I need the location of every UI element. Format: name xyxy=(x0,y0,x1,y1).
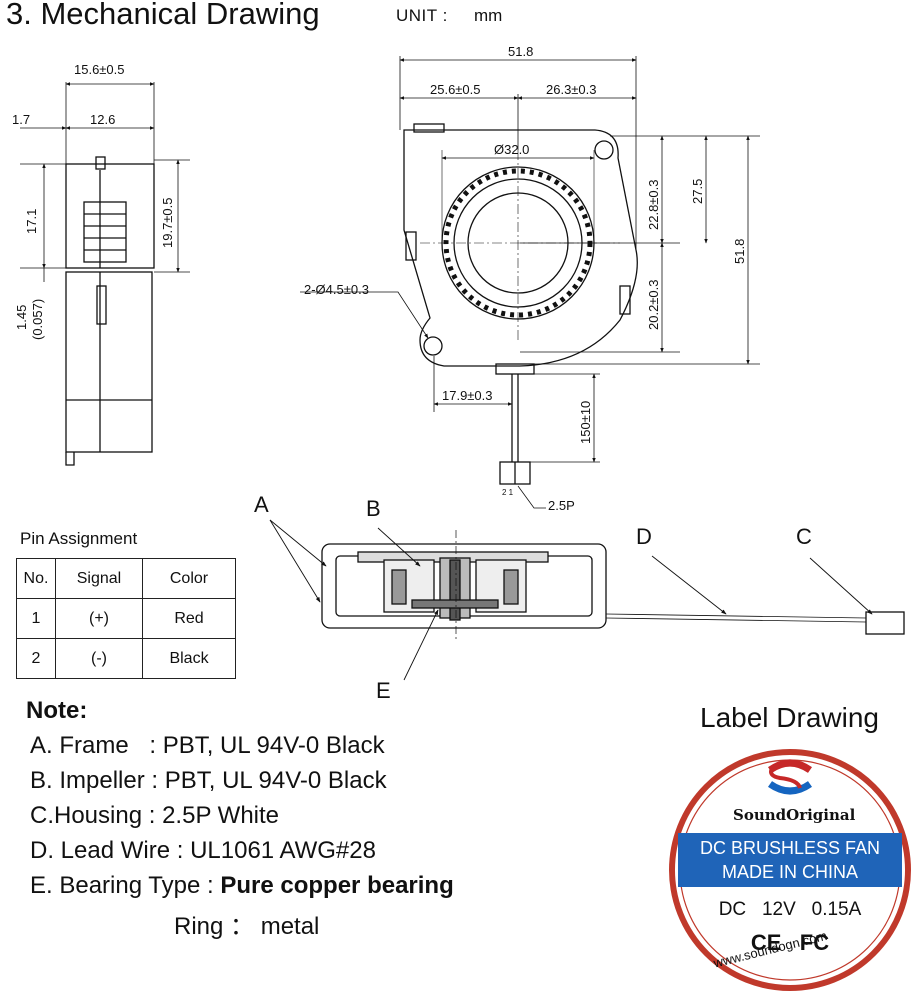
note-value: 2.5P White xyxy=(162,802,280,829)
pin-no: 1 xyxy=(16,598,56,639)
note-sep: : xyxy=(207,872,221,899)
note-key: A. Frame xyxy=(30,732,129,759)
note-key: Ring xyxy=(174,913,224,940)
note-key: E. Bearing Type xyxy=(30,872,201,899)
pin-assignment-table: No. Signal Color 1 (+) Red 2 (-) Black xyxy=(16,558,236,679)
label-line1: DC BRUSHLESS FAN xyxy=(699,838,881,858)
table-row: 2 (-) Black xyxy=(16,638,236,679)
pin-signal: (-) xyxy=(55,638,143,679)
dim-side-width: 15.6±0.5 xyxy=(74,62,125,77)
note-sep: ： xyxy=(230,913,255,940)
note-sep: : xyxy=(148,802,163,829)
callout-a: A xyxy=(254,492,269,517)
dim-height-mid: 27.5 xyxy=(690,178,705,204)
dim-right-half: 26.3±0.3 xyxy=(546,82,597,97)
callout-b: B xyxy=(366,496,381,521)
note-item: D. Lead Wire : UL1061 AWG#28 xyxy=(30,837,376,865)
page-title: 3. Mechanical Drawing xyxy=(6,0,320,31)
pin-color: Black xyxy=(142,638,236,679)
brand-name: SoundOriginal xyxy=(733,806,856,824)
dim-wire-offset: 17.9±0.3 xyxy=(442,388,493,403)
pin-numbers: 2 1 xyxy=(502,488,514,497)
note-value: PBT, UL 94V-0 Black xyxy=(164,767,387,794)
dim-upper-center: 22.8±0.3 xyxy=(646,179,661,230)
dim-side-small: 1.45 xyxy=(14,304,29,330)
cross-section xyxy=(269,519,905,681)
notes-title: Note: xyxy=(26,697,88,724)
dim-diameter: Ø32.0 xyxy=(494,142,530,157)
unit-value: mm xyxy=(474,6,503,25)
label-spec: DC 12V 0.15A xyxy=(718,899,862,920)
dim-holes: 2-Ø4.5±0.3 xyxy=(304,282,369,297)
connector-label: 2.5P xyxy=(548,498,575,513)
note-value: Pure copper bearing xyxy=(220,872,454,899)
label-marks: CE FC xyxy=(750,930,830,955)
header-color: Color xyxy=(142,558,236,599)
note-value: UL1061 AWG#28 xyxy=(190,837,376,864)
note-key: B. Impeller xyxy=(30,767,145,794)
header-signal: Signal xyxy=(55,558,143,599)
note-item: E. Bearing Type : Pure copper bearing xyxy=(30,872,454,900)
pin-color: Red xyxy=(142,598,236,639)
dim-overall-width: 51.8 xyxy=(508,44,534,59)
note-sep: : xyxy=(176,837,191,864)
callout-c: C xyxy=(796,524,812,549)
note-item: B. Impeller : PBT, UL 94V-0 Black xyxy=(30,767,387,795)
note-key: D. Lead Wire xyxy=(30,837,171,864)
label-line2: MADE IN CHINA xyxy=(721,862,858,882)
note-value: metal xyxy=(260,913,320,940)
pin-signal: (+) xyxy=(55,598,143,639)
label-drawing xyxy=(669,749,911,991)
table-row: 1 (+) Red xyxy=(16,598,236,639)
note-item: C.Housing : 2.5P White xyxy=(30,802,279,830)
dim-wire-length: 150±10 xyxy=(578,400,593,444)
callout-d: D xyxy=(636,524,652,549)
dim-side-inner: 12.6 xyxy=(90,112,116,127)
dim-overall-height: 51.8 xyxy=(732,238,747,264)
dim-side-offset: 1.7 xyxy=(12,112,31,127)
note-item: Ring ： metal xyxy=(174,906,319,941)
note-key: C.Housing xyxy=(30,802,143,829)
note-sep: : xyxy=(149,732,163,759)
front-view xyxy=(300,56,760,509)
note-sep: : xyxy=(151,767,165,794)
dim-side-height-19: 19.7±0.5 xyxy=(160,197,175,248)
side-view xyxy=(20,82,190,466)
note-value: PBT, UL 94V-0 Black xyxy=(162,732,385,759)
note-item: A. Frame : PBT, UL 94V-0 Black xyxy=(30,732,385,760)
unit-label: UNIT : xyxy=(396,6,448,25)
pin-no: 2 xyxy=(16,638,56,679)
dim-side-height-17: 17.1 xyxy=(24,208,39,234)
header-no: No. xyxy=(16,558,56,599)
callout-e: E xyxy=(376,678,391,703)
dim-side-small-in: (0.057) xyxy=(30,298,45,340)
dim-left-half: 25.6±0.5 xyxy=(430,82,481,97)
table-header-row: No. Signal Color xyxy=(16,558,236,599)
dim-lower-center: 20.2±0.3 xyxy=(646,279,661,330)
pin-assignment-title: Pin Assignment xyxy=(20,529,138,548)
label-drawing-title: Label Drawing xyxy=(700,702,879,733)
